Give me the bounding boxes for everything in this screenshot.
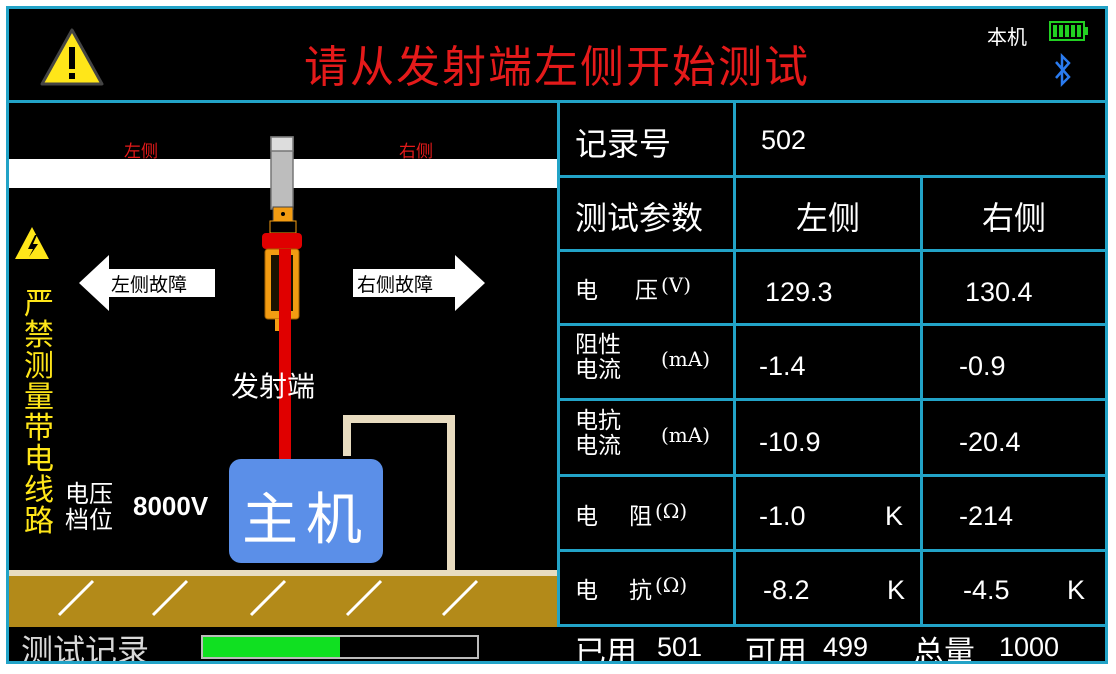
voltage-range-label-line1: 电压 — [65, 480, 113, 508]
table-col-divider-2 — [920, 177, 923, 627]
right-value: -4.5 — [963, 575, 1010, 605]
record-progress-bar — [201, 635, 479, 659]
wiring-diagram: 左侧 右侧 左侧故障 右侧故障 发射端 主机 严禁测量带电线路 电压 档位 80… — [9, 103, 557, 627]
table-row-divider — [557, 398, 1105, 401]
row-unit: (V) — [661, 273, 692, 297]
left-side-label: 左侧 — [124, 142, 158, 162]
transmitter-label: 发射端 — [231, 370, 316, 403]
footer-divider — [9, 624, 1105, 627]
bluetooth-icon — [1055, 53, 1071, 87]
row-unit: (Ω) — [655, 573, 688, 597]
row-label-line1: 电抗 — [575, 408, 621, 434]
voltage-range-label: 电压 档位 — [65, 481, 113, 533]
row-label-line1: 阻性 — [575, 332, 621, 358]
right-fault-label: 右侧故障 — [357, 274, 434, 296]
row-label: 电 — [575, 504, 598, 530]
right-value-unit: K — [1067, 575, 1086, 605]
panel-divider — [557, 103, 560, 627]
host-label: 主机 — [242, 488, 370, 553]
table-row-divider — [557, 474, 1105, 477]
device-screen: 请从发射端左侧开始测试 本机 — [6, 6, 1108, 664]
row-unit: (mA) — [661, 423, 711, 447]
warning-vertical-text: 严禁测量带电线路 — [24, 287, 54, 539]
left-value-unit: K — [887, 575, 906, 605]
left-value-unit: K — [885, 501, 904, 531]
probe-wire — [279, 249, 291, 465]
right-value: -214 — [959, 501, 1014, 531]
clamp-top — [262, 233, 302, 249]
table-row-divider — [557, 175, 1105, 178]
voltage-range-value: 8000V — [133, 491, 209, 521]
table-col-divider — [733, 103, 736, 627]
right-value: 130.4 — [965, 277, 1033, 307]
ground-wire — [343, 415, 455, 573]
row-label-line2: 电流 — [575, 357, 621, 383]
record-number-value: 502 — [761, 125, 807, 155]
header-divider — [9, 100, 1105, 103]
param-header: 测试参数 — [575, 199, 704, 237]
right-column-header: 右侧 — [981, 199, 1046, 237]
row-label: 阻 — [629, 504, 652, 530]
table-row-divider — [557, 549, 1105, 552]
table-row-divider — [557, 323, 1105, 326]
battery-icon — [1049, 21, 1088, 41]
row-label: 电 — [575, 578, 598, 604]
used-label: 已用 — [575, 635, 637, 664]
page-title: 请从发射端左侧开始测试 — [304, 42, 810, 93]
left-value: 129.3 — [765, 277, 833, 307]
right-value: -0.9 — [959, 351, 1006, 381]
right-fault-arrow — [353, 255, 485, 311]
available-value: 499 — [823, 632, 869, 662]
total-value: 1000 — [999, 632, 1060, 662]
host-box — [229, 459, 383, 563]
used-value: 501 — [657, 632, 703, 662]
voltage-range-label-line2: 档位 — [65, 506, 113, 534]
row-unit: (Ω) — [655, 499, 688, 523]
row-label-line2: 电流 — [575, 433, 621, 459]
left-value: -1.4 — [759, 351, 806, 381]
left-value: -10.9 — [759, 427, 821, 457]
right-side-label: 右侧 — [399, 142, 433, 162]
total-label: 总量 — [913, 635, 975, 664]
row-label: 抗 — [629, 578, 652, 604]
row-label: 电抗 电流 — [575, 409, 621, 459]
test-record-label: 测试记录 — [21, 632, 150, 664]
row-label: 阻性 电流 — [575, 333, 621, 383]
record-progress-fill — [203, 637, 340, 657]
right-value: -20.4 — [959, 427, 1021, 457]
left-value: -8.2 — [763, 575, 810, 605]
left-fault-arrow — [79, 255, 215, 311]
row-label: 电 — [575, 278, 598, 304]
table-row-divider — [557, 249, 1105, 252]
diagram-graphics — [9, 136, 557, 627]
record-number-label: 记录号 — [575, 125, 672, 163]
left-column-header: 左侧 — [795, 199, 860, 237]
row-label: 压 — [635, 278, 658, 304]
lightning-hazard-icon — [15, 227, 49, 259]
row-unit: (mA) — [661, 347, 711, 371]
left-fault-label: 左侧故障 — [111, 274, 188, 296]
device-label: 本机 — [987, 25, 1027, 49]
available-label: 可用 — [745, 635, 807, 664]
status-bar: 测试记录 已用 501 可用 499 总量 1000 — [9, 629, 1105, 664]
left-value: -1.0 — [759, 501, 806, 531]
warning-triangle-icon — [40, 28, 104, 86]
